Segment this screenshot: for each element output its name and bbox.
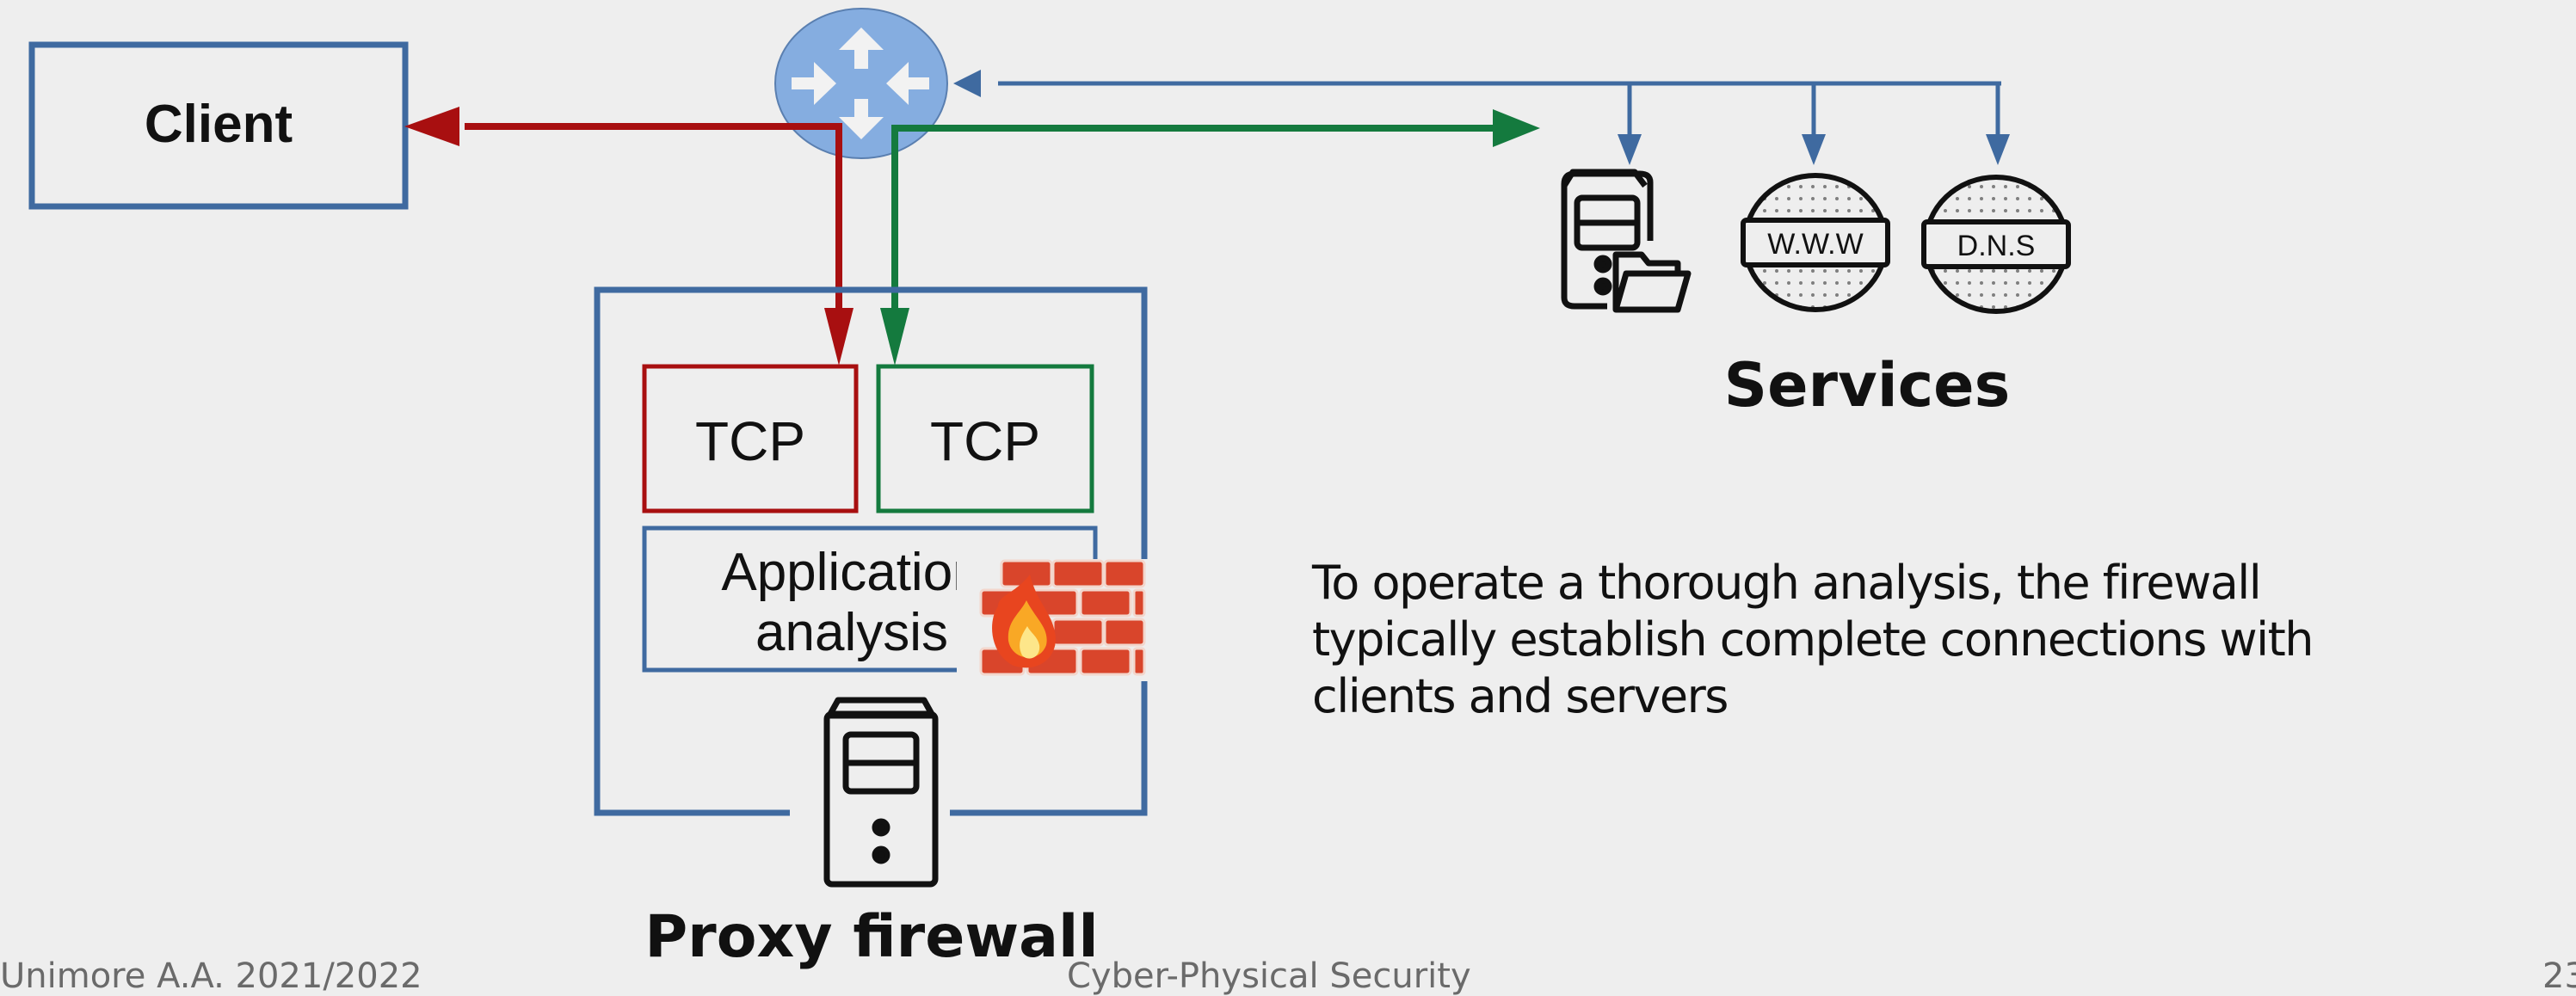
- client-label: Client: [145, 95, 293, 154]
- arrowhead-to-router: [953, 70, 981, 97]
- proxy-firewall-title: Proxy firewall: [644, 903, 1098, 971]
- client-box: [28, 41, 409, 210]
- www-globe-icon: W.W.W: [1741, 173, 1890, 312]
- router-icon: [774, 8, 948, 159]
- client-connection-line: [404, 107, 854, 366]
- server-connection-line: [880, 109, 1540, 366]
- tcp-server-label: TCP: [930, 410, 1040, 472]
- proxy-box: [594, 286, 1148, 816]
- dns-globe-icon: D.N.S: [1921, 175, 2071, 314]
- caption-text: To operate a thorough analysis, the fire…: [1312, 555, 2551, 725]
- footer-course-title: Cyber-Physical Security: [1067, 956, 1471, 996]
- caption-line-1: To operate a thorough analysis, the fire…: [1312, 556, 2262, 610]
- caption-line-2: typically establish complete connections…: [1312, 612, 2314, 667]
- firewall-icon: [957, 559, 1148, 681]
- caption-line-3: clients and servers: [1312, 669, 1729, 723]
- arrowhead-to-tcp-client: [824, 308, 854, 366]
- tcp-client-box: [642, 364, 859, 513]
- arrowhead-to-tcp-server: [880, 308, 909, 366]
- tcp-server-box: [876, 364, 1094, 513]
- server-icon: [823, 697, 939, 888]
- dns-label: D.N.S: [1957, 230, 2036, 262]
- services-title: Services: [1724, 350, 2011, 421]
- file-server-icon: [1561, 169, 1692, 313]
- application-analysis-label-line1: Application: [721, 543, 982, 602]
- footer-page-number: 23: [2542, 956, 2576, 996]
- flame-icon: [992, 575, 1056, 668]
- tcp-client-label: TCP: [695, 410, 805, 472]
- application-analysis-label-line2: analysis: [755, 603, 948, 662]
- proxy-firewall-node: TCP TCP Application analysis: [594, 286, 1148, 971]
- arrowhead-to-client: [404, 107, 459, 146]
- client-node: Client: [28, 41, 409, 210]
- services-bus-line: [953, 70, 2010, 165]
- footer-course-year: Unimore A.A. 2021/2022: [0, 956, 422, 996]
- services-node: W.W.W D.N.S Services: [1561, 169, 2071, 421]
- www-label: W.W.W: [1767, 228, 1863, 261]
- arrowhead-to-services: [1493, 109, 1540, 147]
